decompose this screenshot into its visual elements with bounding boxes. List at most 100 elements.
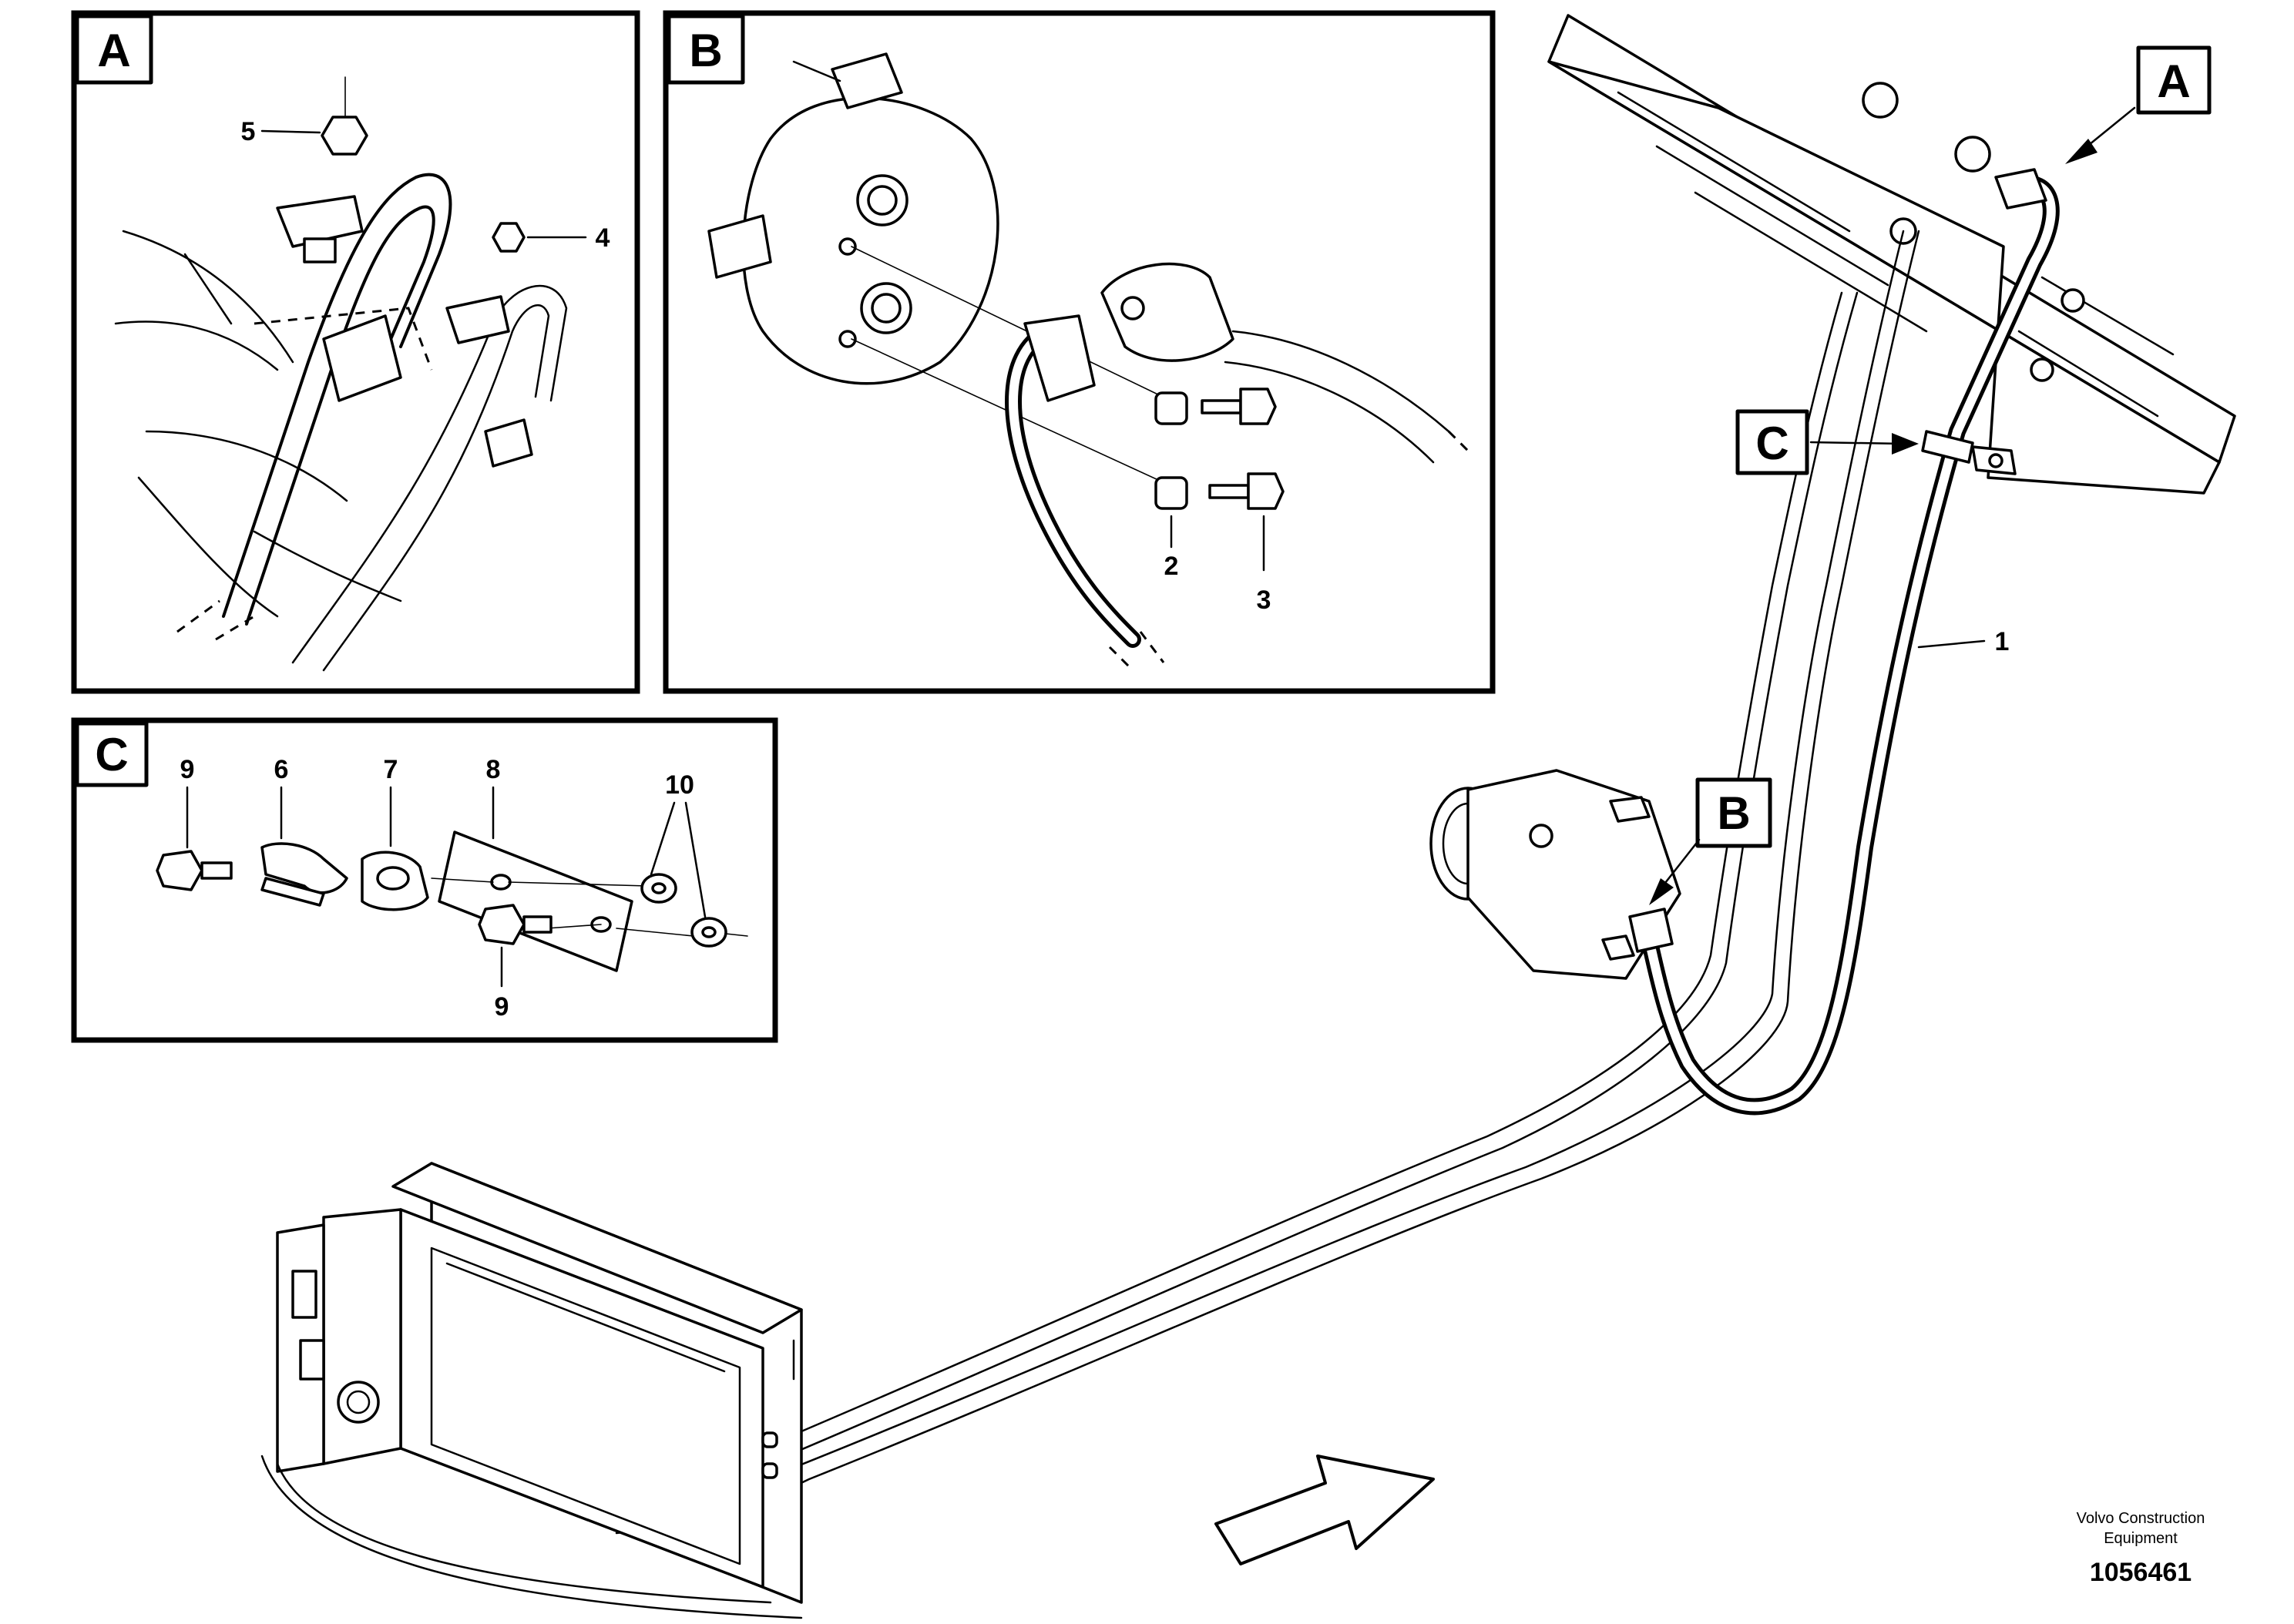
evaporator-side-block <box>322 1208 402 1465</box>
view-b-spacer-2 <box>1154 391 1188 425</box>
condenser-rib <box>2017 330 2159 418</box>
evaporator-base-line <box>276 1462 772 1604</box>
compressor-bolt <box>1529 824 1553 848</box>
view-b-mount-ear <box>831 52 903 109</box>
evaporator-fitting <box>291 1270 317 1319</box>
detail-view-c: C 9 6 7 8 10 9 <box>71 717 778 1043</box>
view-b-bolt-3 <box>1208 484 1250 499</box>
callout-b-arrowhead <box>1649 878 1674 905</box>
view-c-rubber-7-bore <box>376 866 410 891</box>
evaporator-base-line <box>260 1455 803 1619</box>
detail-view-b-badge-box <box>667 14 745 85</box>
condenser-fitting <box>1862 82 1899 119</box>
view-b-spacer-2 <box>1154 476 1188 510</box>
main-assembly: A C B 1 <box>260 14 2236 1619</box>
view-a-nut-5 <box>321 116 368 156</box>
condenser-rib <box>1694 191 1928 333</box>
view-a-clamp-sleeve <box>322 314 402 402</box>
view-b-flange-hole <box>1120 296 1145 320</box>
detail-view-c-badge-box <box>75 721 149 787</box>
leader-10 <box>650 801 676 876</box>
view-a-bg-line <box>137 476 279 618</box>
view-a-bracket <box>276 195 364 248</box>
label-part-7: 7 <box>384 755 398 784</box>
view-a-hose-2 <box>291 284 568 664</box>
label-part-8: 8 <box>486 755 501 784</box>
evaporator-housing-top <box>391 1162 803 1334</box>
view-c-alignment <box>431 877 494 883</box>
detail-view-b-badge: B <box>689 25 722 76</box>
condenser-fitting <box>2030 357 2054 382</box>
view-b-axis-line <box>792 60 841 82</box>
evaporator-core-edge <box>445 1262 726 1373</box>
view-a-bracket-2 <box>445 295 510 344</box>
view-a-hose-outer <box>222 173 452 618</box>
evaporator-coil <box>337 1381 380 1424</box>
callout-c-arrowhead <box>1892 433 1919 455</box>
condenser-rib <box>2040 276 2175 356</box>
evaporator-coil-inner <box>346 1390 371 1414</box>
view-b-compressor-head <box>741 96 999 385</box>
condenser-fitting <box>2061 288 2085 313</box>
view-b-bolt-3-head <box>1239 388 1277 425</box>
view-a-hose-inner <box>245 205 435 626</box>
direction-arrow <box>1214 1455 1435 1565</box>
label-part-10: 10 <box>665 770 694 800</box>
label-part-4: 4 <box>596 223 610 253</box>
view-b-bolt-3 <box>1201 399 1242 414</box>
view-b-hose-cut <box>1139 631 1165 663</box>
view-b-alignment <box>851 246 1187 409</box>
evaporator-fitting <box>299 1339 325 1381</box>
detail-view-b: B 2 3 <box>663 10 1496 694</box>
view-a-nut-4 <box>492 222 526 253</box>
view-a-bracket-stud <box>303 237 337 263</box>
view-b-pipe-cut <box>1447 430 1473 456</box>
callout-c-label: C <box>1755 418 1789 469</box>
main-hose-run <box>607 230 1905 1523</box>
view-b-flange <box>1100 262 1234 362</box>
view-a-bg-line <box>183 253 233 325</box>
view-c-clamp-6-lower <box>260 877 325 907</box>
leader-1 <box>1917 639 1986 649</box>
view-a-hidden-line <box>254 307 433 371</box>
view-a-bg-line <box>122 230 294 364</box>
hose-1-end-fitting <box>1994 168 2047 210</box>
view-a-clamp-2 <box>484 418 533 468</box>
view-c-alignment <box>616 928 694 937</box>
view-c-plate-8 <box>438 830 633 972</box>
label-part-2: 2 <box>1164 552 1179 581</box>
label-part-3: 3 <box>1257 586 1271 615</box>
evaporator-port <box>761 1462 778 1479</box>
view-a-bg-line <box>145 430 348 502</box>
compressor-ear <box>1609 796 1651 823</box>
view-a-hose-2 <box>322 304 550 672</box>
document-number: 1056461 <box>2090 1558 2192 1587</box>
callout-c-box <box>1735 409 1809 475</box>
evaporator-port <box>761 1431 778 1448</box>
credit-block: Volvo Construction Equipment 1056461 <box>2077 1510 2205 1587</box>
callout-a-label: A <box>2157 55 2190 107</box>
main-hose-run <box>615 230 1920 1535</box>
view-c-bolt-9 <box>156 850 203 891</box>
hose-part-1-core <box>1644 179 2056 1112</box>
credit-line-2: Equipment <box>2104 1530 2178 1547</box>
view-b-pipe <box>1224 361 1435 464</box>
main-hose-run <box>769 291 1843 1446</box>
detail-view-a-badge-box <box>75 14 153 85</box>
view-c-bolt-9-lower-shank <box>522 915 553 934</box>
view-c-bolt-9-shank <box>200 861 233 880</box>
view-c-bolt-9-lower <box>478 904 526 945</box>
condenser-panel-body <box>1547 60 2221 495</box>
view-b-pipe <box>1231 330 1450 433</box>
condenser-rib <box>1655 145 1889 287</box>
main-hose-run <box>784 291 1859 1458</box>
view-b-bolt-hole <box>838 237 857 256</box>
view-b-port-upper-bore <box>867 185 898 216</box>
hose-clamp-c <box>1921 430 1974 464</box>
condenser-rib <box>1617 91 1851 233</box>
view-b-hose-cut <box>1108 646 1134 672</box>
evaporator-core <box>430 1247 741 1565</box>
view-b-bolt-3-head <box>1247 472 1285 510</box>
label-part-6: 6 <box>274 755 289 784</box>
